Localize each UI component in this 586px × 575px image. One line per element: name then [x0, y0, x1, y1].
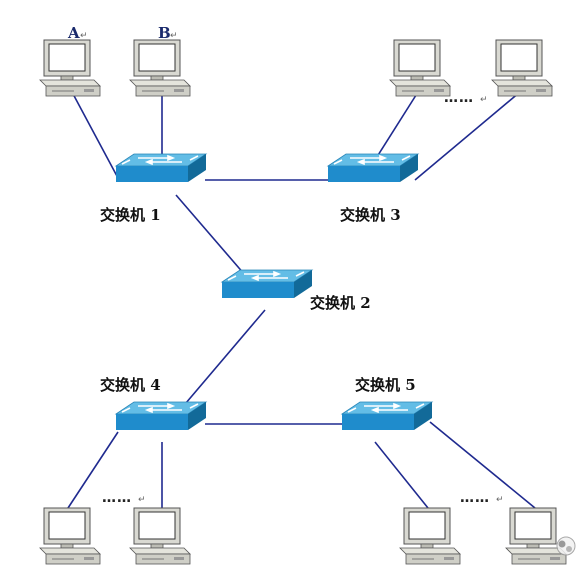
- computer-b: [129, 39, 191, 97]
- link-switch5-pc-g: [374, 441, 429, 509]
- return-mark-icon: ↵: [80, 31, 88, 41]
- watermark-logo: [556, 536, 576, 556]
- computer-d: [491, 39, 553, 97]
- more-computers-ellipsis: ……: [460, 490, 490, 506]
- more-computers-ellipsis: ……: [444, 90, 474, 106]
- return-mark-icon: ↵: [170, 31, 178, 41]
- computer-c: [389, 39, 451, 97]
- computer-a-label: A: [67, 24, 80, 42]
- switch-4-icon: [115, 401, 207, 431]
- computer-b-label: B: [158, 24, 171, 42]
- switch-2-icon: [221, 269, 313, 299]
- switch-2-label: 交换机 2: [310, 294, 371, 312]
- switch-1-icon: [115, 153, 207, 183]
- return-mark-icon: ↵: [496, 495, 504, 505]
- link-switch5-pc-h: [429, 421, 536, 509]
- link-pc-d-switch3: [414, 91, 521, 181]
- switch-5-label: 交换机 5: [355, 376, 416, 394]
- computer-e: [39, 507, 101, 565]
- computer-g: [399, 507, 461, 565]
- return-mark-icon: ↵: [480, 95, 488, 105]
- link-lines: [67, 91, 536, 509]
- switch-5-icon: [341, 401, 433, 431]
- link-switch2-switch4: [179, 309, 266, 411]
- more-computers-ellipsis: ……: [102, 490, 132, 506]
- link-switch1-switch2: [175, 194, 246, 276]
- switch-3-icon: [327, 153, 419, 183]
- computer-h: [505, 507, 567, 565]
- switch-3-label: 交换机 3: [340, 206, 401, 224]
- switch-1-label: 交换机 1: [100, 206, 161, 224]
- link-pc-c-switch3: [374, 91, 419, 161]
- return-mark-icon: ↵: [138, 495, 146, 505]
- link-pc-a-switch1: [71, 91, 119, 179]
- computer-f: [129, 507, 191, 565]
- switch-4-label: 交换机 4: [100, 376, 161, 394]
- link-switch4-pc-e: [67, 431, 119, 509]
- computer-a: [39, 39, 101, 97]
